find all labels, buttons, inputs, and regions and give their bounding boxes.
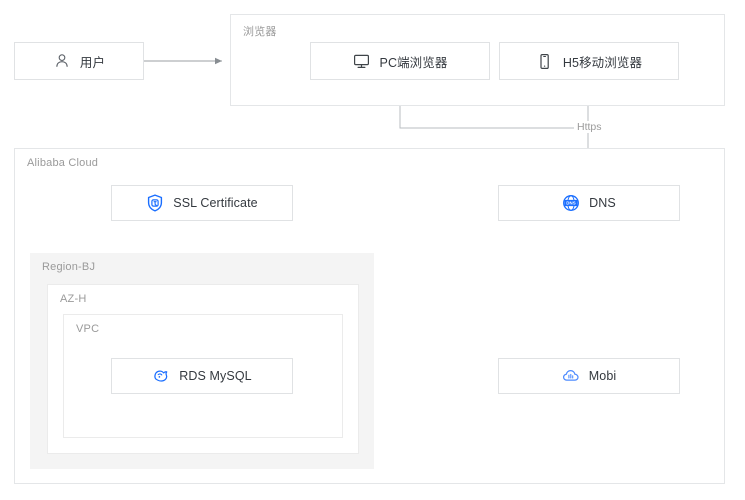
node-dns[interactable]: DNS DNS <box>498 185 680 221</box>
group-az-h-label: AZ-H <box>60 293 87 305</box>
node-ssl-certificate[interactable]: SSL Certificate <box>111 185 293 221</box>
rds-mysql-dolphin-icon <box>152 367 170 385</box>
dns-globe-icon: DNS <box>562 194 580 212</box>
group-region-bj-label: Region-BJ <box>42 261 96 273</box>
svg-text:DNS: DNS <box>566 201 576 206</box>
desktop-monitor-icon <box>353 52 371 70</box>
node-mobi[interactable]: Mobi <box>498 358 680 394</box>
node-h5-browser-label: H5移动浏览器 <box>562 55 643 70</box>
node-rds-mysql[interactable]: RDS MySQL <box>111 358 293 394</box>
user-icon <box>53 52 71 70</box>
mobi-cloud-icon <box>562 367 580 385</box>
group-vpc-label: VPC <box>76 323 100 335</box>
node-user-label: 用户 <box>79 55 106 70</box>
node-h5-browser[interactable]: H5移动浏览器 <box>499 42 679 80</box>
mobile-phone-icon <box>536 52 554 70</box>
node-user[interactable]: 用户 <box>14 42 144 80</box>
node-ssl-certificate-label: SSL Certificate <box>173 196 258 210</box>
ssl-shield-icon <box>146 194 164 212</box>
node-pc-browser[interactable]: PC端浏览器 <box>310 42 490 80</box>
group-alibaba-cloud-label: Alibaba Cloud <box>27 157 99 169</box>
node-pc-browser-label: PC端浏览器 <box>379 55 448 70</box>
node-mobi-label: Mobi <box>588 369 617 383</box>
edge-label-https: Https <box>574 121 605 133</box>
node-dns-label: DNS <box>589 196 616 210</box>
group-browser-label: 浏览器 <box>243 26 277 38</box>
node-rds-mysql-label: RDS MySQL <box>179 369 252 383</box>
